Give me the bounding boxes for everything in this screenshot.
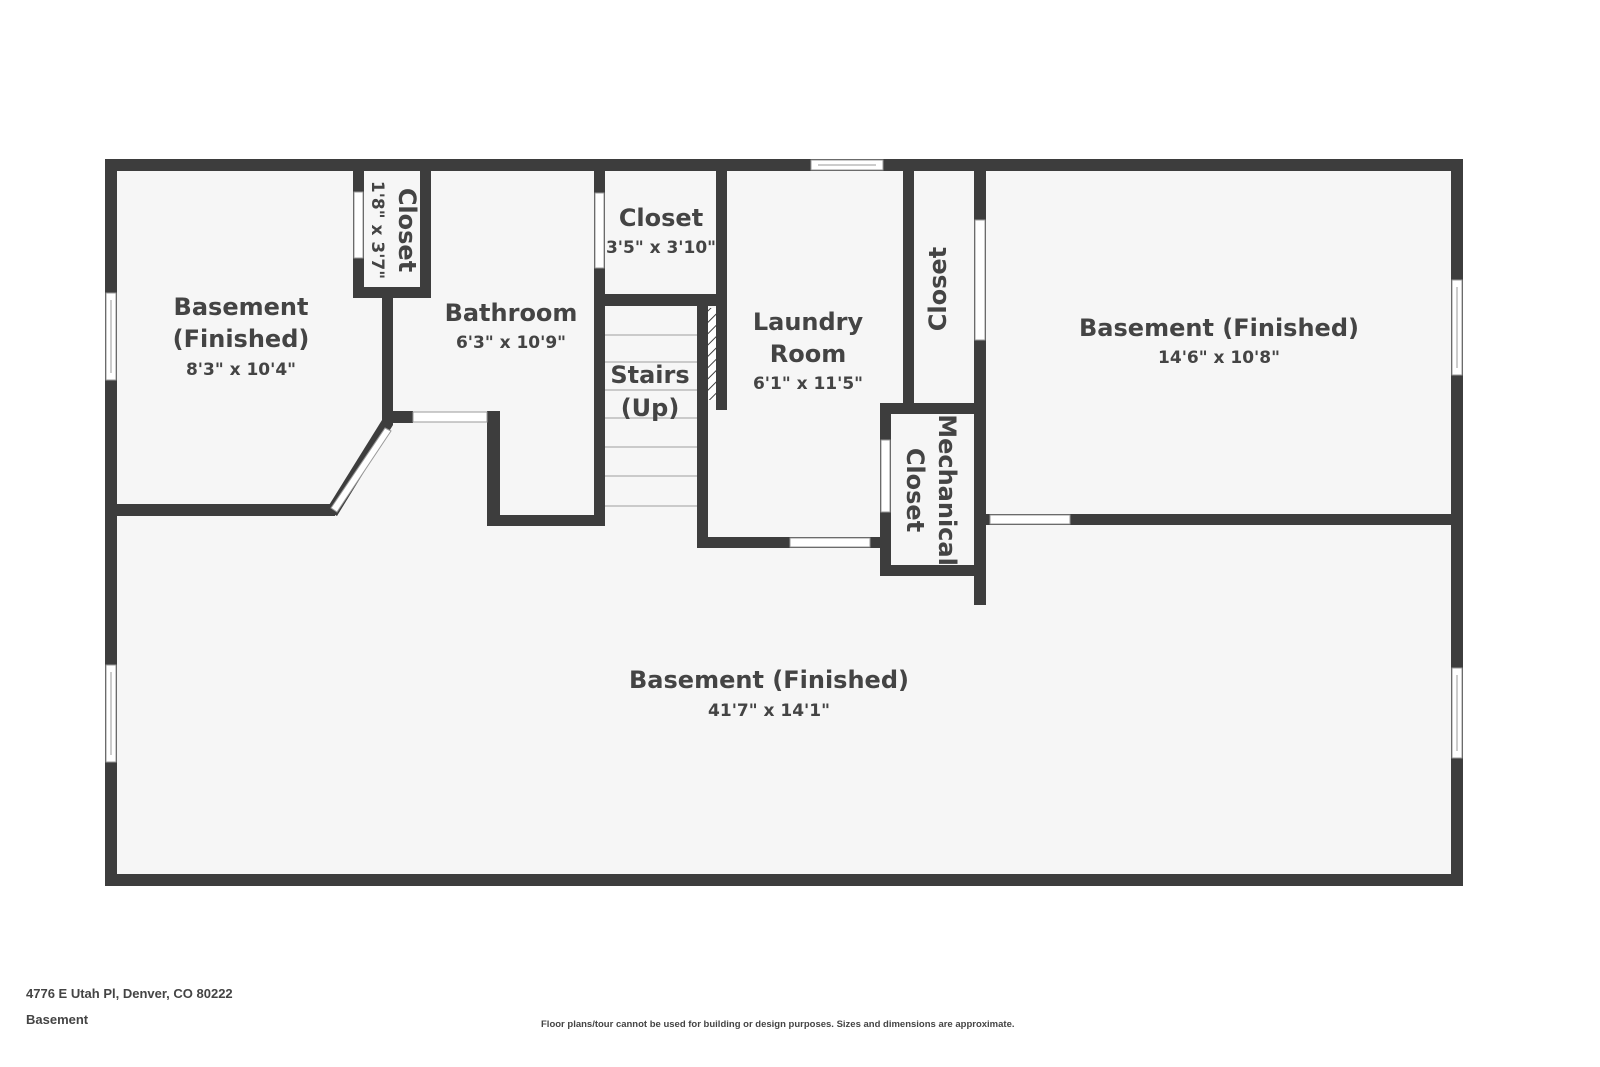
room-name: Stairs <box>610 361 689 389</box>
floor-name: Basement <box>26 1012 89 1027</box>
disclaimer: Floor plans/tour cannot be used for buil… <box>541 1019 1015 1030</box>
room-name: Room <box>770 340 846 368</box>
room-name: (Finished) <box>173 325 310 353</box>
room-dims: 6'3" x 10'9" <box>456 333 566 353</box>
room-name: Basement (Finished) <box>629 666 909 694</box>
windows <box>105 159 1463 763</box>
room-dims: 8'3" x 10'4" <box>186 360 296 380</box>
stair-treads <box>605 334 697 507</box>
room-name: Closet <box>393 188 421 272</box>
address: 4776 E Utah Pl, Denver, CO 80222 <box>26 986 233 1001</box>
stair-rail <box>708 308 716 400</box>
room-name: Basement <box>174 293 309 321</box>
doors <box>330 191 1071 548</box>
room-name: Closet <box>901 448 929 532</box>
room-name: Laundry <box>753 308 864 336</box>
room-name: (Up) <box>621 394 680 422</box>
room-name: Bathroom <box>445 299 578 327</box>
room-name: Basement (Finished) <box>1079 314 1359 342</box>
room-dims: 41'7" x 14'1" <box>708 701 830 721</box>
room-dims: 3'5" x 3'10" <box>606 238 716 258</box>
room-name: Closet <box>619 204 703 232</box>
room-dims: 14'6" x 10'8" <box>1158 348 1280 368</box>
room-name: Closet <box>924 247 952 331</box>
room-dims: 1'8" x 3'7" <box>367 181 387 279</box>
room-dims: 6'1" x 11'5" <box>753 374 863 394</box>
room-name: Mechanical <box>933 414 961 566</box>
